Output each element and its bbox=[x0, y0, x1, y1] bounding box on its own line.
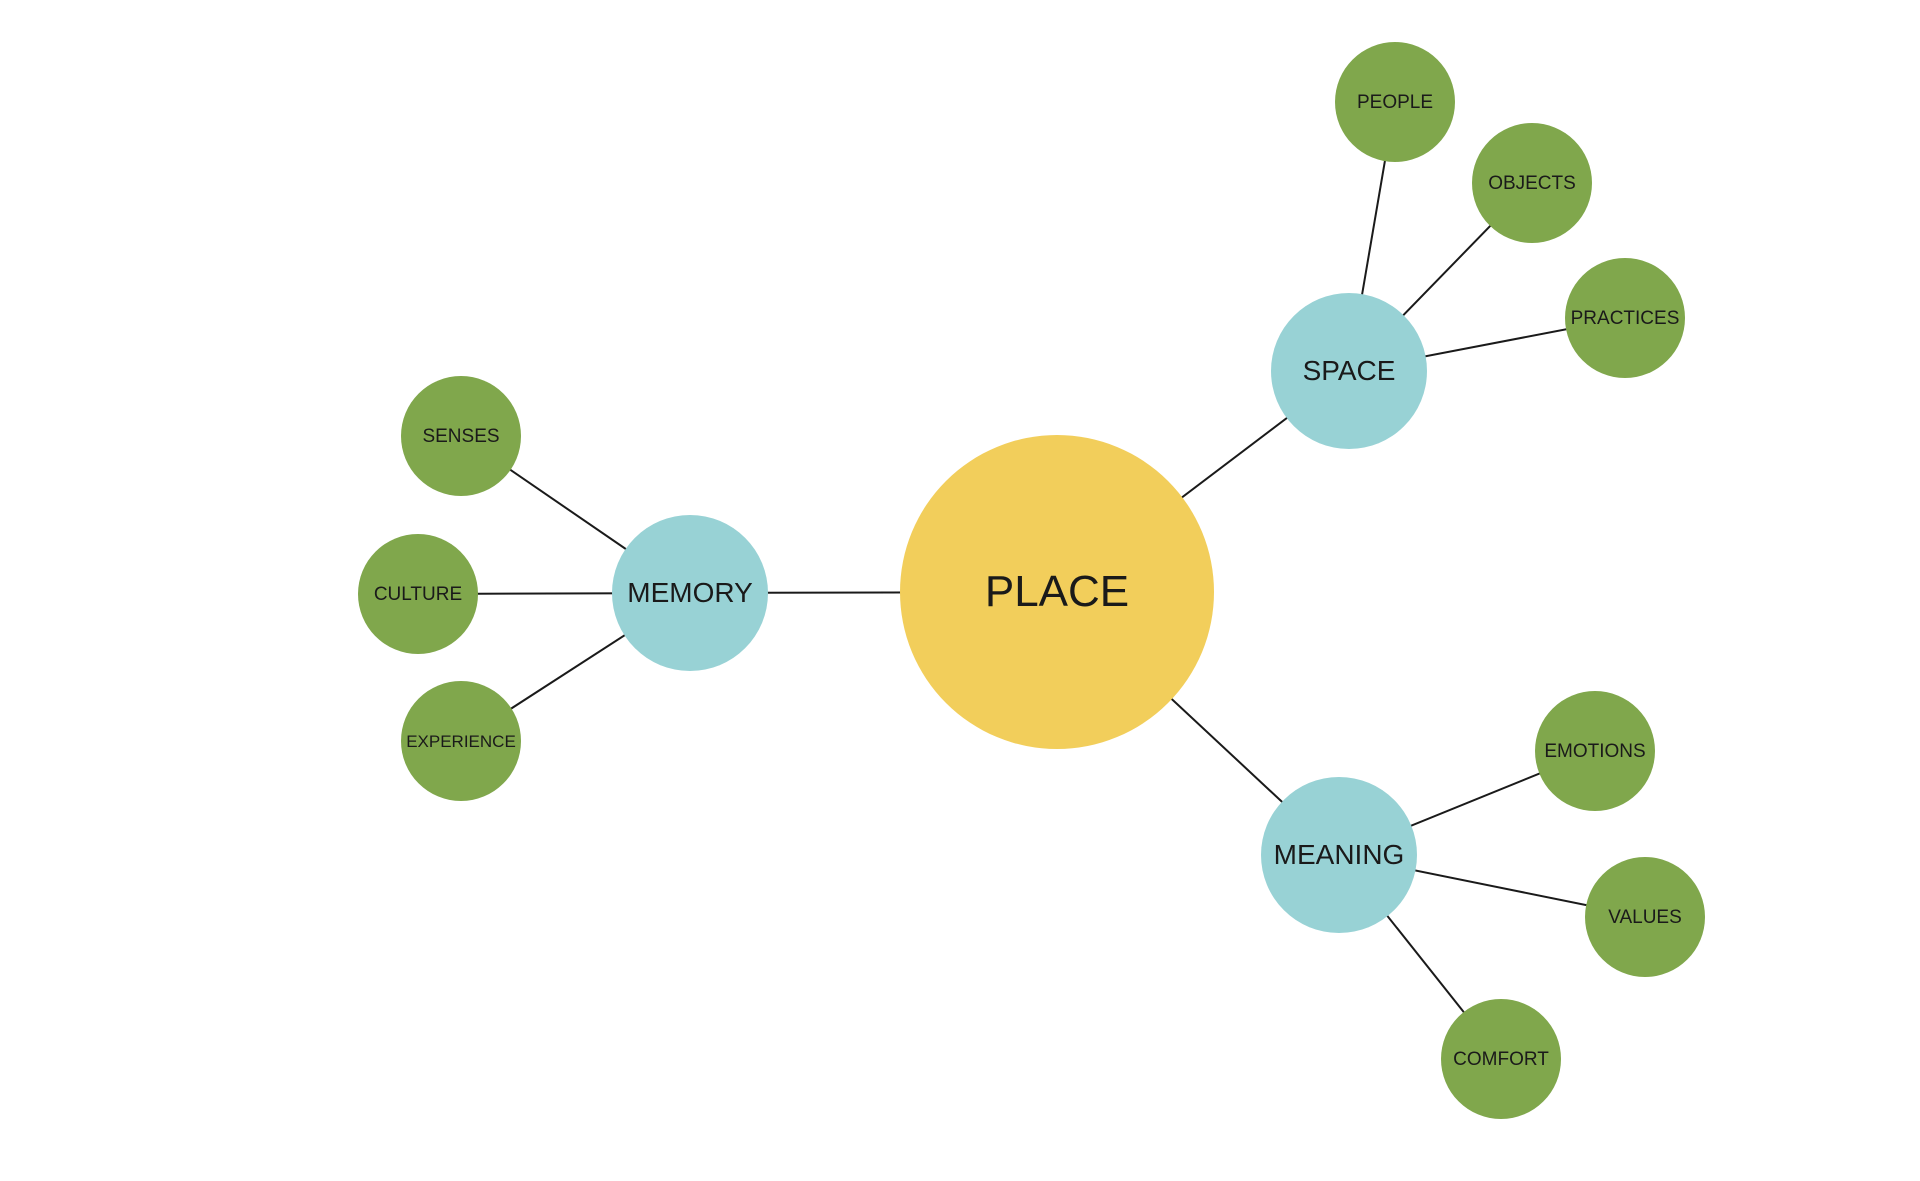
branch-node-space: SPACE bbox=[1271, 293, 1427, 449]
leaf-node-experience: EXPERIENCE bbox=[401, 681, 521, 801]
leaf-node-practices: PRACTICES bbox=[1565, 258, 1685, 378]
leaf-label-practices: PRACTICES bbox=[1570, 307, 1680, 329]
leaf-label-culture: CULTURE bbox=[373, 583, 463, 605]
leaf-label-values: VALUES bbox=[1608, 906, 1682, 928]
leaf-label-senses: SENSES bbox=[422, 425, 500, 447]
leaf-label-objects: OBJECTS bbox=[1488, 172, 1576, 194]
branch-label-space: SPACE bbox=[1302, 355, 1396, 386]
leaf-label-experience: EXPERIENCE bbox=[406, 731, 516, 751]
leaf-node-people: PEOPLE bbox=[1335, 42, 1455, 162]
root-node-place: PLACE bbox=[900, 435, 1214, 749]
leaf-label-people: PEOPLE bbox=[1356, 91, 1434, 113]
leaf-label-comfort: COMFORT bbox=[1453, 1048, 1549, 1070]
branch-node-meaning: MEANING bbox=[1261, 777, 1417, 933]
leaf-node-emotions: EMOTIONS bbox=[1535, 691, 1655, 811]
leaf-node-values: VALUES bbox=[1585, 857, 1705, 977]
leaf-node-culture: CULTURE bbox=[358, 534, 478, 654]
root-label: PLACE bbox=[984, 567, 1130, 616]
branch-node-memory: MEMORY bbox=[612, 515, 768, 671]
leaf-label-emotions: EMOTIONS bbox=[1544, 740, 1646, 762]
branch-label-memory: MEMORY bbox=[627, 577, 753, 608]
leaf-node-objects: OBJECTS bbox=[1472, 123, 1592, 243]
leaf-node-senses: SENSES bbox=[401, 376, 521, 496]
branch-label-meaning: MEANING bbox=[1273, 839, 1405, 870]
leaf-node-comfort: COMFORT bbox=[1441, 999, 1561, 1119]
